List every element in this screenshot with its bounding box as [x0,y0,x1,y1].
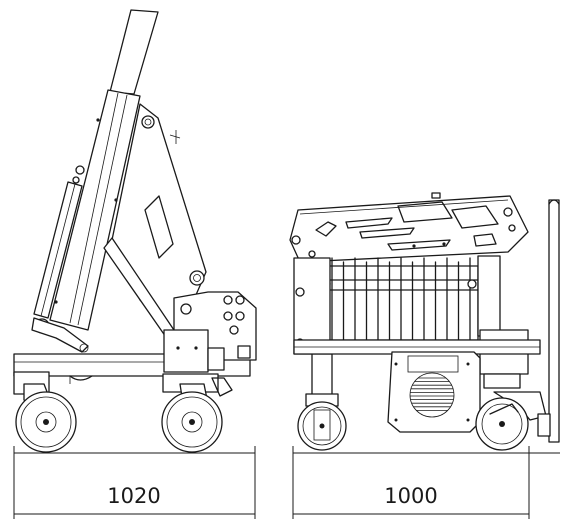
front-view-left-wheel [297,393,347,451]
dimension-label-1000: 1000 [384,484,437,508]
side-view-front-housing [163,291,257,397]
front-view-right-wheel [475,391,547,451]
side-view [13,9,257,453]
side-view-cylinder [31,165,89,353]
side-view-rear-wheel [15,383,77,453]
front-view-fork-bank [321,257,479,341]
dimension-1000: 1000 [292,446,560,519]
front-view-left-post [293,257,333,397]
dimension-1020: 1020 [13,446,256,519]
dimension-label-1020: 1020 [107,484,160,508]
side-view-mast [49,9,159,331]
front-view-mast [537,199,560,443]
side-view-front-wheel [161,383,223,453]
front-view-top-plate [289,192,529,263]
front-view [289,192,560,451]
front-view-right-post [477,255,529,389]
front-view-base [293,339,541,355]
front-view-motor-housing [387,351,481,433]
